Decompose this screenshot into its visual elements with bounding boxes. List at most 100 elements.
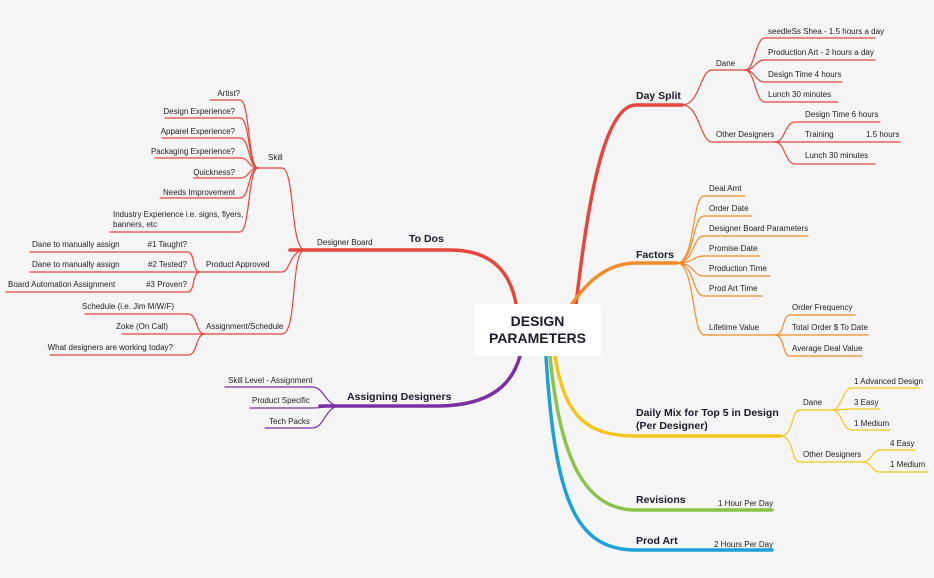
taught-node[interactable]: #1 Taught? — [147, 240, 187, 249]
schedule-item-designers-working[interactable]: What designers are working today? — [47, 343, 173, 352]
connector-line — [676, 195, 746, 264]
connector-line — [264, 405, 341, 429]
connector-line — [861, 461, 929, 473]
connector-line — [779, 435, 863, 463]
skill-node[interactable]: Skill — [268, 153, 283, 162]
connector-line — [831, 387, 921, 411]
factor-designer-board-parameters[interactable]: Designer Board Parameters — [709, 224, 809, 233]
schedule-item-zoke[interactable]: Zoke (On Call) — [115, 322, 168, 331]
skill-item-apparel-experience[interactable]: Apparel Experience? — [160, 127, 235, 136]
industry-line-2: banners, etc — [113, 220, 158, 229]
designer-board-node[interactable]: Designer Board — [317, 238, 373, 247]
skill-item-industry-experience[interactable]: Industry Experience i.e. signs, flyers, … — [113, 210, 243, 230]
central-topic[interactable]: DESIGN PARAMETERS — [474, 304, 601, 356]
prod-art-value[interactable]: 2 Hours Per Day — [714, 540, 774, 549]
connector-line — [861, 449, 916, 463]
topic-daily-mix[interactable]: Daily Mix for Top 5 in Design (Per Desig… — [636, 407, 779, 433]
connector-line — [744, 37, 876, 71]
topic-revisions[interactable]: Revisions — [636, 494, 686, 506]
daysplit-other-designers-node[interactable]: Other Designers — [716, 130, 775, 139]
connector-line — [831, 408, 881, 411]
connector-line — [774, 121, 881, 143]
daysplit-other-lunch[interactable]: Lunch 30 minutes — [805, 151, 869, 160]
skill-item-design-experience[interactable]: Design Experience? — [163, 107, 235, 116]
topic-assigning-designers[interactable]: Assigning Designers — [347, 391, 452, 403]
factor-order-date[interactable]: Order Date — [709, 204, 749, 213]
lifetime-total-order[interactable]: Total Order $ To Date — [792, 323, 868, 332]
dane-manual-assign-1[interactable]: Dane to manually assign — [32, 240, 120, 249]
skill-item-needs-improvement[interactable]: Needs Improvement — [162, 188, 235, 197]
connector-line — [154, 157, 259, 169]
dailymix-other-medium[interactable]: 1 Medium — [890, 460, 926, 469]
connector-line — [147, 251, 201, 273]
daysplit-other-training-value[interactable]: 1.5 hours — [866, 130, 900, 139]
dailymix-dane-advanced[interactable]: 1 Advanced Design — [854, 377, 923, 386]
branch-assigning — [318, 354, 522, 408]
connector-line — [831, 409, 891, 431]
topic-todos[interactable]: To Dos — [409, 233, 444, 245]
skill-item-quickness[interactable]: Quickness? — [193, 168, 235, 177]
skill-item-artist[interactable]: Artist? — [217, 89, 240, 98]
daysplit-other-training[interactable]: Training — [805, 130, 834, 139]
connector-line — [744, 69, 839, 103]
connector-line — [161, 137, 259, 169]
connector-line — [676, 235, 809, 264]
dailymix-dane-node[interactable]: Dane — [803, 398, 823, 407]
branch-revisions — [548, 354, 774, 512]
proven-node[interactable]: #3 Proven? — [146, 280, 187, 289]
topic-prod-art[interactable]: Prod Art — [636, 535, 678, 547]
daysplit-other-design-time[interactable]: Design Time 6 hours — [805, 110, 879, 119]
factor-production-time[interactable]: Production Time — [709, 264, 767, 273]
connector-line — [224, 386, 341, 407]
daysplit-dane-node[interactable]: Dane — [716, 59, 736, 68]
connector-line — [281, 167, 351, 251]
daysplit-dane-item-lunch[interactable]: Lunch 30 minutes — [768, 90, 832, 99]
connector-line — [676, 215, 753, 264]
factor-deal-amt[interactable]: Deal Amt — [709, 184, 742, 193]
revisions-value[interactable]: 1 Hour Per Day — [718, 499, 774, 508]
branch-factors — [570, 261, 679, 306]
daysplit-dane-item-production-art[interactable]: Production Art - 2 hours a day — [768, 48, 874, 57]
schedule-item-jim[interactable]: Schedule (i.e. Jim M/W/F) — [81, 302, 174, 311]
product-approved-node[interactable]: Product Approved — [206, 260, 270, 269]
connector-line — [779, 409, 833, 437]
connector-line — [676, 262, 763, 297]
assigning-item-skill-level[interactable]: Skill Level - Assignment — [228, 376, 313, 385]
dailymix-other-easy[interactable]: 4 Easy — [890, 439, 915, 448]
dane-manual-assign-2[interactable]: Dane to manually assign — [32, 260, 120, 269]
connector-line — [774, 314, 856, 336]
connector-line — [109, 167, 259, 233]
lifetime-order-frequency[interactable]: Order Frequency — [792, 303, 853, 312]
assigning-item-tech-packs[interactable]: Tech Packs — [269, 417, 310, 426]
topic-day-split[interactable]: Day Split — [636, 90, 681, 102]
connector-line — [681, 104, 776, 143]
connector-line — [676, 262, 776, 336]
connector-line — [774, 141, 876, 165]
industry-line-1: Industry Experience i.e. signs, flyers, — [113, 210, 244, 219]
assigning-item-product-specific[interactable]: Product Specific — [252, 396, 310, 405]
board-automation-assignment[interactable]: Board Automation Assignment — [8, 280, 116, 289]
connector-line — [147, 271, 201, 293]
factor-lifetime-value-node[interactable]: Lifetime Value — [709, 323, 760, 332]
factor-prod-art-time[interactable]: Prod Art Time — [709, 284, 758, 293]
connector-line — [774, 334, 863, 357]
assignment-schedule-node[interactable]: Assignment/Schedule — [206, 322, 284, 331]
factor-promise-date[interactable]: Promise Date — [709, 244, 758, 253]
connector-line — [744, 59, 876, 71]
connector-line — [204, 249, 306, 335]
dailymix-other-designers-node[interactable]: Other Designers — [803, 450, 862, 459]
branch-todos — [288, 248, 518, 306]
daysplit-dane-item-design-time[interactable]: Design Time 4 hours — [768, 70, 842, 79]
connector-line — [84, 313, 206, 335]
branch-dailymix — [553, 354, 782, 438]
tested-node[interactable]: #2 Tested? — [148, 260, 187, 269]
lifetime-average-deal-value[interactable]: Average Deal Value — [792, 344, 863, 353]
daysplit-dane-item-shea[interactable]: seedleSs Shea - 1.5 hours a day — [768, 27, 885, 36]
connector-line — [49, 333, 206, 356]
topic-factors[interactable]: Factors — [636, 249, 674, 261]
dailymix-dane-easy[interactable]: 3 Easy — [854, 398, 879, 407]
branch-prodart — [544, 354, 774, 552]
dailymix-dane-medium[interactable]: 1 Medium — [854, 419, 890, 428]
skill-item-packaging-experience[interactable]: Packaging Experience? — [150, 147, 235, 156]
